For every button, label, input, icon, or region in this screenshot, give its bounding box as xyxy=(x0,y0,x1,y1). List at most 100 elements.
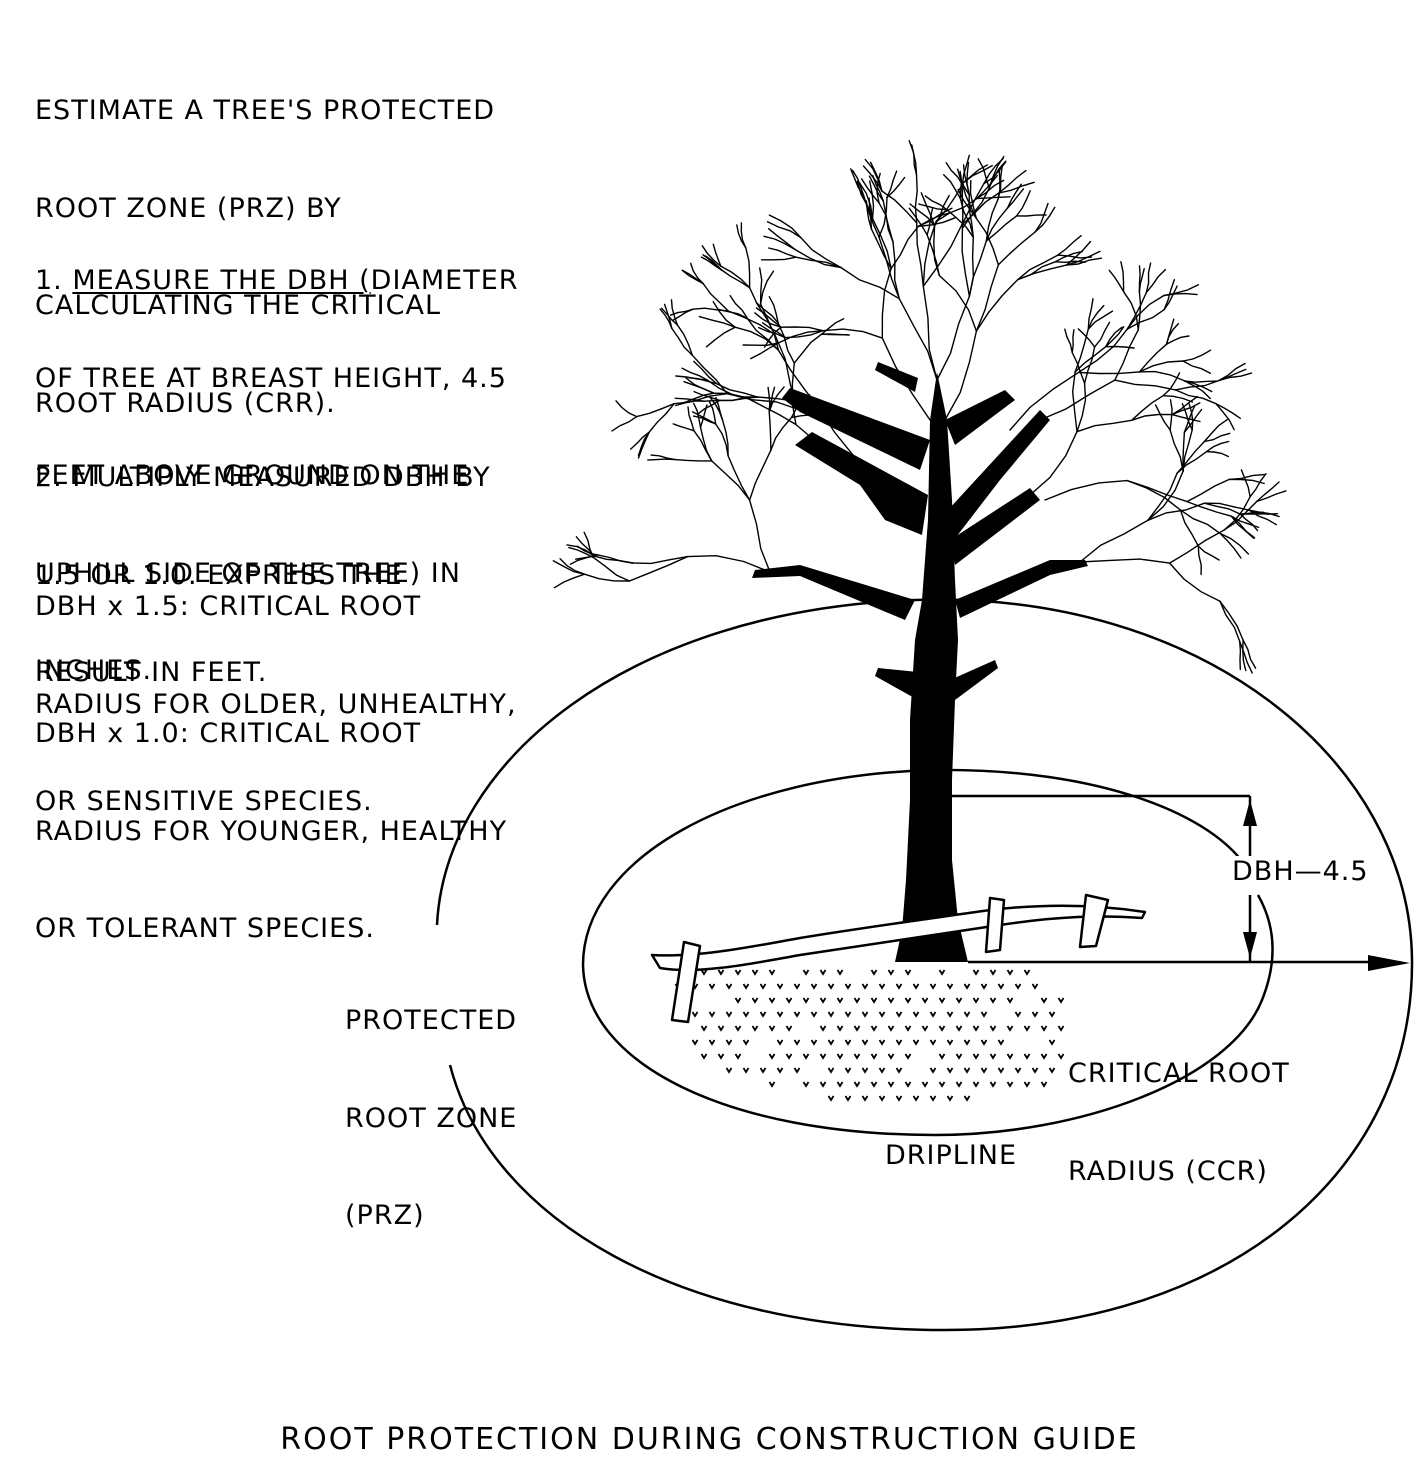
branch-twig xyxy=(768,222,801,238)
stipple-mark xyxy=(889,1054,894,1058)
branch-twig xyxy=(1204,503,1240,514)
branch-twig xyxy=(1250,474,1266,497)
stipple-mark xyxy=(1059,1026,1064,1030)
stipple-mark xyxy=(940,1082,945,1086)
stipple-mark xyxy=(829,1040,834,1044)
stipple-mark xyxy=(770,998,775,1002)
dripline-label: DRIPLINE xyxy=(885,1140,1017,1173)
branch-twig xyxy=(962,228,969,296)
branch-twig xyxy=(1167,336,1189,344)
stipple-mark xyxy=(804,1082,809,1086)
stipple-mark xyxy=(974,970,979,974)
branch-twig xyxy=(762,257,796,260)
branch-twig xyxy=(1183,350,1210,361)
stipple-mark xyxy=(1008,998,1013,1002)
stipple-mark xyxy=(838,1054,843,1058)
branch-twig xyxy=(934,226,940,276)
branch-twig xyxy=(1139,361,1183,372)
stipple-mark xyxy=(812,984,817,988)
stipple-mark xyxy=(855,998,860,1002)
stipple-mark xyxy=(940,1054,945,1058)
branch-twig xyxy=(1175,390,1216,404)
branch-twig xyxy=(1220,601,1240,641)
branch-twig xyxy=(1035,204,1048,233)
stipple-mark xyxy=(897,1040,902,1044)
stipple-mark xyxy=(693,1040,698,1044)
branch-twig xyxy=(1065,329,1072,352)
tree-branches xyxy=(553,141,1286,673)
stipple-mark xyxy=(1059,1054,1064,1058)
step-1-number: 1. xyxy=(35,265,72,296)
dbh-label: DBH—4.5 xyxy=(1232,856,1369,889)
stipple-mark xyxy=(744,1012,749,1016)
branch-twig xyxy=(1181,510,1221,533)
stipple-mark xyxy=(719,1026,724,1030)
stipple-mark xyxy=(872,1026,877,1030)
branch-twig xyxy=(649,404,674,432)
stipple-mark xyxy=(795,1012,800,1016)
stipple-mark xyxy=(770,1054,775,1058)
branch-twig xyxy=(1040,380,1115,420)
stipple-mark xyxy=(923,998,928,1002)
stipple-mark xyxy=(795,1040,800,1044)
branch-twig xyxy=(1080,559,1170,563)
branch-twig xyxy=(1030,432,1077,495)
stipple-mark xyxy=(1050,1068,1055,1072)
stipple-mark xyxy=(965,1068,970,1072)
stipple-mark xyxy=(821,998,826,1002)
branch-twig xyxy=(1045,481,1127,500)
stipple-mark xyxy=(914,1012,919,1016)
branch-twig xyxy=(969,237,973,296)
stipple-mark xyxy=(1042,1026,1047,1030)
stipple-mark xyxy=(863,1012,868,1016)
stipple-mark xyxy=(744,1068,749,1072)
branch-twig xyxy=(976,265,998,331)
stipple-mark xyxy=(1016,1068,1021,1072)
branch-twig xyxy=(1080,520,1148,562)
stipple-mark xyxy=(965,1096,970,1100)
stipple-mark xyxy=(753,970,758,974)
stipple-mark xyxy=(889,1026,894,1030)
branch-twig xyxy=(871,229,891,269)
branch-twig xyxy=(1257,482,1279,502)
stipple-mark xyxy=(1008,1082,1013,1086)
stipple-mark xyxy=(1050,1012,1055,1016)
stipple-mark xyxy=(897,1012,902,1016)
branch-twig xyxy=(781,327,823,331)
stipple-mark xyxy=(1059,998,1064,1002)
stipple-mark xyxy=(880,1040,885,1044)
stipple-mark xyxy=(778,1012,783,1016)
branch-twig xyxy=(1177,442,1204,474)
stipple-mark xyxy=(948,1068,953,1072)
step-1-rest: DIAMETER xyxy=(371,265,519,296)
stipple-mark xyxy=(821,1054,826,1058)
stipple-mark xyxy=(761,1068,766,1072)
branch-twig xyxy=(688,556,770,572)
stipple-mark xyxy=(855,1054,860,1058)
stipple-mark xyxy=(872,1082,877,1086)
branch-twig xyxy=(923,225,961,286)
stipple-mark xyxy=(821,970,826,974)
stipple-mark xyxy=(1042,1054,1047,1058)
stipple-mark xyxy=(974,998,979,1002)
branch-twig xyxy=(673,424,694,431)
branch-twig xyxy=(1156,405,1171,430)
stipple-mark xyxy=(872,970,877,974)
branch-twig xyxy=(712,461,750,500)
crr-label-line: CRITICAL ROOT xyxy=(1068,1058,1290,1091)
branch-twig xyxy=(1229,475,1264,480)
stipple-mark xyxy=(1042,998,1047,1002)
stipple-mark xyxy=(965,1040,970,1044)
branch-twig xyxy=(629,557,687,581)
stipple-mark xyxy=(804,970,809,974)
stipple-mark xyxy=(872,1054,877,1058)
stipple-mark xyxy=(770,1082,775,1086)
branch-twig xyxy=(1139,344,1166,372)
stipple-mark xyxy=(829,1068,834,1072)
stipple-mark xyxy=(778,984,783,988)
dbh-1-0-note: DBH x 1.0: CRITICAL ROOT RADIUS FOR YOUN… xyxy=(35,653,507,978)
stipple-mark xyxy=(795,1068,800,1072)
stipple-mark xyxy=(931,984,936,988)
stipple-mark xyxy=(863,1040,868,1044)
stipple-mark xyxy=(736,970,741,974)
